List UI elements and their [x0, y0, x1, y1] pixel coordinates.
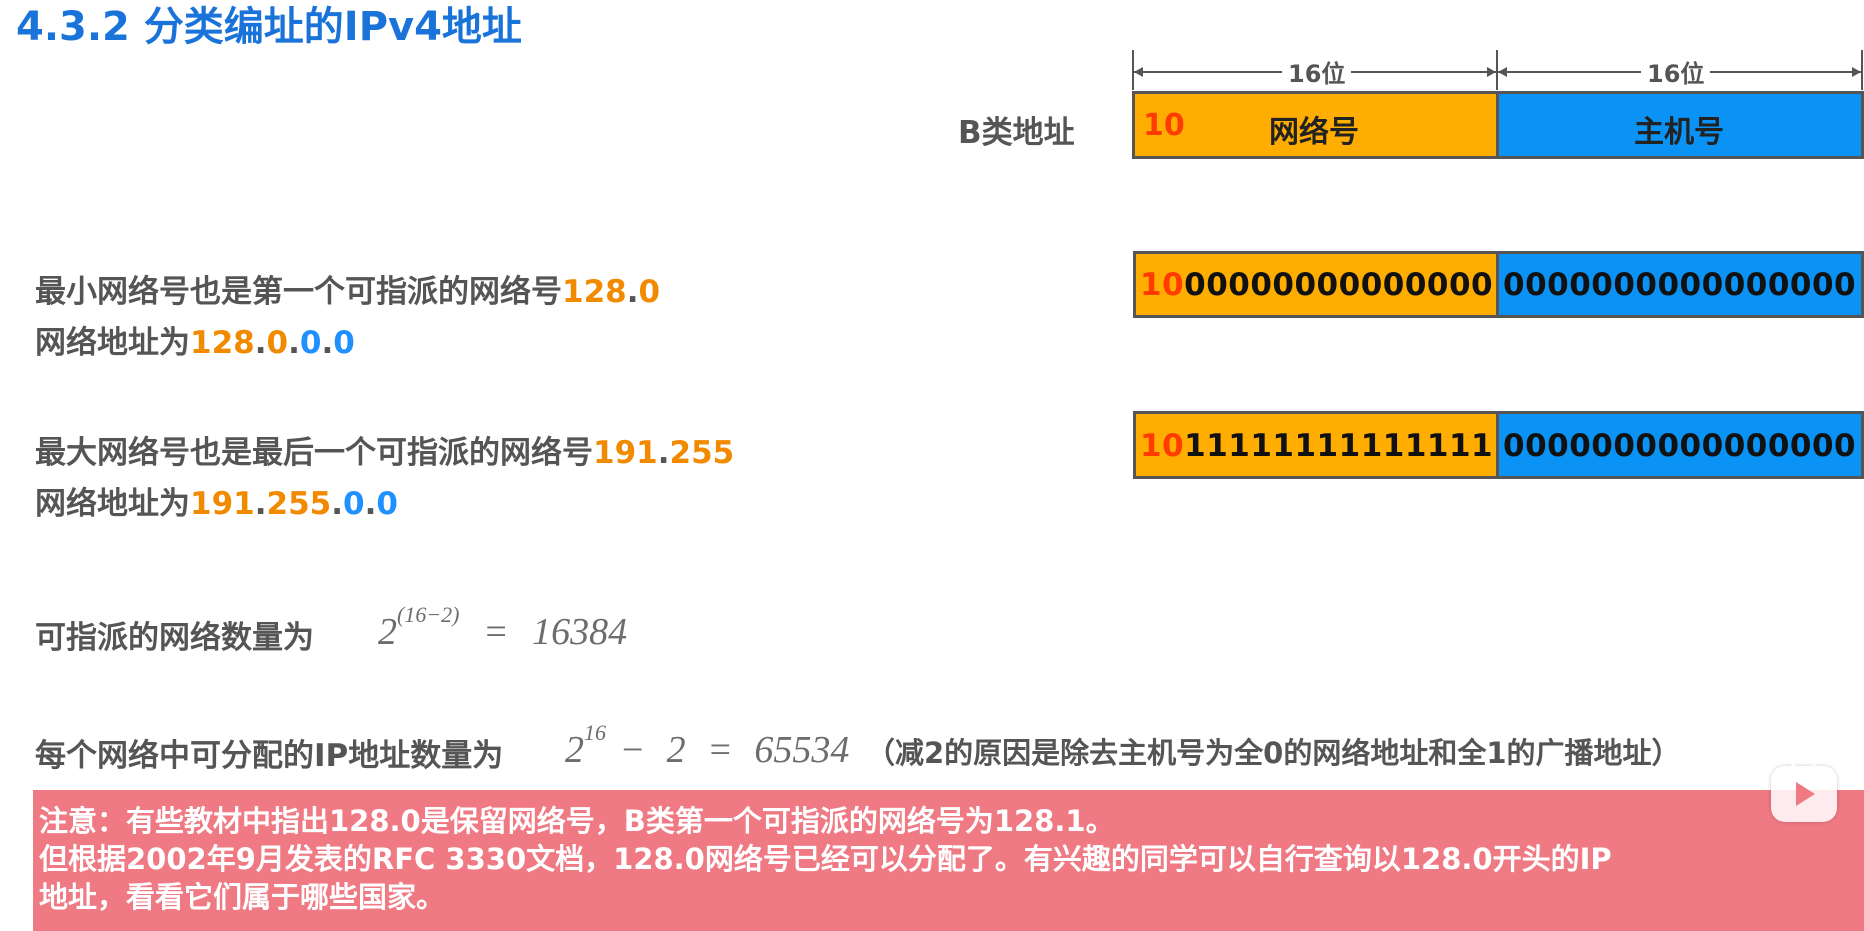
network-field-label: 网络号 — [1269, 115, 1359, 150]
host-field-box: 主机号 — [1496, 91, 1864, 159]
video-play-icon[interactable] — [1771, 758, 1837, 822]
dim-tick-right — [1861, 50, 1863, 90]
dim-label-host: 16位 — [1641, 54, 1711, 89]
network-count-label: 可指派的网络数量为 — [35, 620, 314, 656]
host-count-note: （减2的原因是除去主机号为全0的网络地址和全1的广播地址） — [866, 736, 1681, 770]
class-b-label: B类地址 — [958, 115, 1075, 151]
page-title: 4.3.2 分类编址的IPv4地址 — [16, 4, 522, 50]
dim-label-network: 16位 — [1282, 54, 1352, 89]
min-host-bits: 0000000000000000 — [1503, 267, 1857, 303]
dim-arrow-right-icon — [1852, 67, 1861, 77]
network-count-formula: 2(16−2) = 16384 — [378, 602, 628, 653]
network-field-box: 10 网络号 — [1132, 91, 1499, 159]
min-network-address: 网络地址为128.0.0.0 — [35, 325, 355, 361]
min-network-bits: 1000000000000000 — [1140, 267, 1494, 303]
notice-line-2: 但根据2002年9月发表的RFC 3330文档，128.0网络号已经可以分配了。… — [39, 842, 1612, 876]
dim-tick-mid — [1496, 50, 1498, 90]
dim-tick-left — [1132, 50, 1134, 90]
max-network-bits: 1011111111111111 — [1140, 428, 1494, 464]
dim-arrow-left-icon — [1134, 67, 1143, 77]
notice-line-1: 注意：有些教材中指出128.0是保留网络号，B类第一个可指派的网络号为128.1… — [39, 804, 1115, 838]
notice-banner: 注意：有些教材中指出128.0是保留网络号，B类第一个可指派的网络号为128.1… — [33, 790, 1864, 931]
max-network-bits-box: 1011111111111111 — [1133, 411, 1499, 479]
host-field-label: 主机号 — [1634, 115, 1724, 150]
min-host-bits-box: 0000000000000000 — [1496, 251, 1864, 318]
max-network-address: 网络地址为191.255.0.0 — [35, 486, 398, 522]
class-prefix-bits: 10 — [1143, 108, 1185, 143]
min-network-bits-box: 1000000000000000 — [1133, 251, 1499, 318]
notice-line-3: 地址，看看它们属于哪些国家。 — [39, 880, 446, 914]
dim-arrow-right-icon — [1487, 67, 1496, 77]
dim-arrow-left-icon — [1498, 67, 1507, 77]
min-network-line: 最小网络号也是第一个可指派的网络号128.0 — [35, 274, 661, 310]
max-host-bits: 0000000000000000 — [1503, 428, 1857, 464]
host-count-label: 每个网络中可分配的IP地址数量为 — [35, 738, 504, 774]
host-count-formula: 216 − 2 = 65534 — [565, 720, 850, 771]
max-network-line: 最大网络号也是最后一个可指派的网络号191.255 — [35, 435, 735, 471]
max-host-bits-box: 0000000000000000 — [1496, 411, 1864, 479]
